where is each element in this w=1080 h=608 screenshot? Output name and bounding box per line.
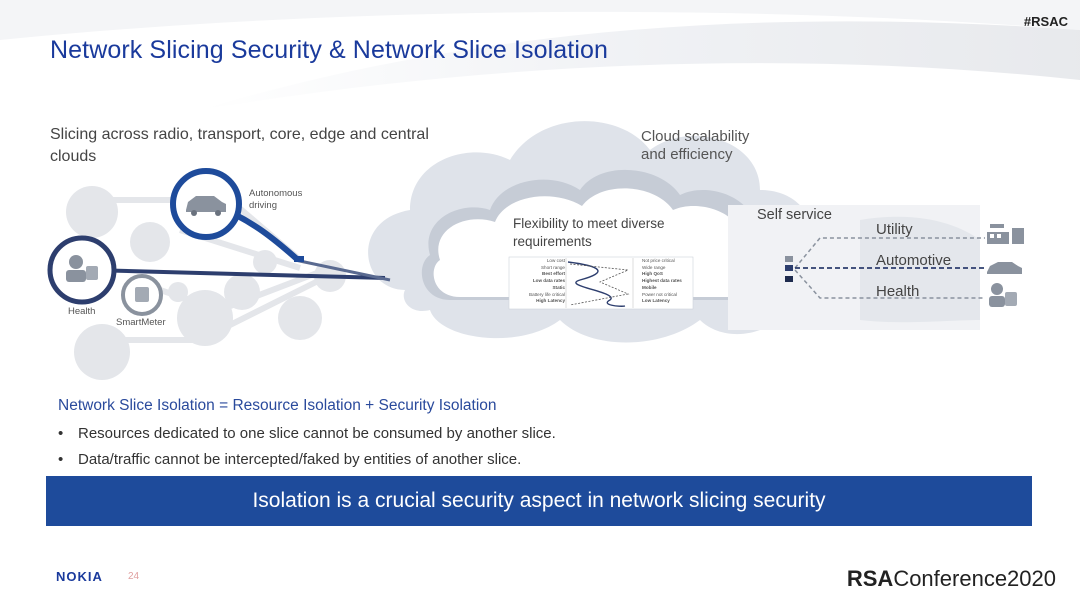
slice-label-utility: Utility [876, 221, 913, 238]
req-left-item: High Latency [536, 298, 565, 304]
health-left-label: Health [68, 306, 96, 317]
isolation-heading: Network Slice Isolation = Resource Isola… [58, 397, 497, 414]
req-left-item: Best effort [542, 271, 565, 277]
req-left-item: Battery life critical [529, 291, 565, 297]
requirements-chart [508, 256, 694, 310]
page-number: 24 [128, 571, 140, 582]
smartmeter-label: SmartMeter [116, 317, 166, 328]
self-service-label: Self service [757, 207, 832, 223]
meter-icon [135, 287, 149, 302]
health-slice-line [89, 268, 386, 280]
rsac-hashtag: #RSAC [1023, 14, 1068, 29]
req-right-item: Not price critical [642, 258, 675, 263]
req-right-item: Wide range [642, 264, 666, 270]
requirements-left-list: Low cost Short range Best effort Low dat… [509, 258, 565, 305]
cloud-label: Cloud scalability and efficiency [641, 128, 750, 163]
req-right-item: High QoS [642, 271, 663, 277]
factory-icon [987, 224, 1024, 244]
req-left-item: Short range [540, 264, 565, 270]
right-doctor-icon [989, 283, 1017, 307]
req-right-item: Low Latency [642, 298, 670, 304]
car-icon [186, 196, 226, 216]
req-right-item: Highest data rates [642, 278, 682, 284]
header-swoosh [0, 0, 1080, 111]
isolation-bullets: Resources dedicated to one slice cannot … [58, 421, 556, 473]
req-right-item: Power not critical [642, 291, 677, 297]
flexibility-label: Flexibility to meet diverse requirements [513, 216, 665, 249]
bullet-item: Data/traffic cannot be intercepted/faked… [58, 447, 556, 473]
slice-backdrop [860, 216, 980, 323]
slice-connectors [785, 237, 985, 299]
transport-node [294, 256, 304, 262]
req-left-item: Low cost [546, 258, 565, 263]
page-title: Network Slicing Security & Network Slice… [50, 36, 608, 64]
transport-line [294, 258, 391, 282]
slice-label-health: Health [876, 283, 920, 300]
slicing-subtitle: Slicing across radio, transport, core, e… [50, 126, 429, 165]
autonomous-label: Autonomous driving [249, 188, 303, 211]
network-slicing-diagram [47, 121, 1024, 380]
nokia-logo: NOKIA [56, 569, 103, 584]
req-right-item: Mobile [642, 284, 657, 290]
doctor-icon [66, 255, 98, 282]
req-left-item: Low data rates [532, 278, 565, 284]
rsa-logo-suffix: Conference2020 [893, 566, 1056, 591]
req-left-item: Static [552, 284, 565, 290]
rsa-logo-prefix: RSA [846, 566, 894, 591]
rsa-conference-logo: RSAConference2020 [847, 566, 1056, 592]
slice-label-automotive: Automotive [876, 252, 952, 269]
right-car-icon [987, 262, 1022, 274]
conclusion-banner: Isolation is a crucial security aspect i… [46, 476, 1032, 526]
bullet-item: Resources dedicated to one slice cannot … [58, 421, 556, 447]
requirements-right-list: Not price critical Wide range High QoS H… [642, 258, 698, 305]
